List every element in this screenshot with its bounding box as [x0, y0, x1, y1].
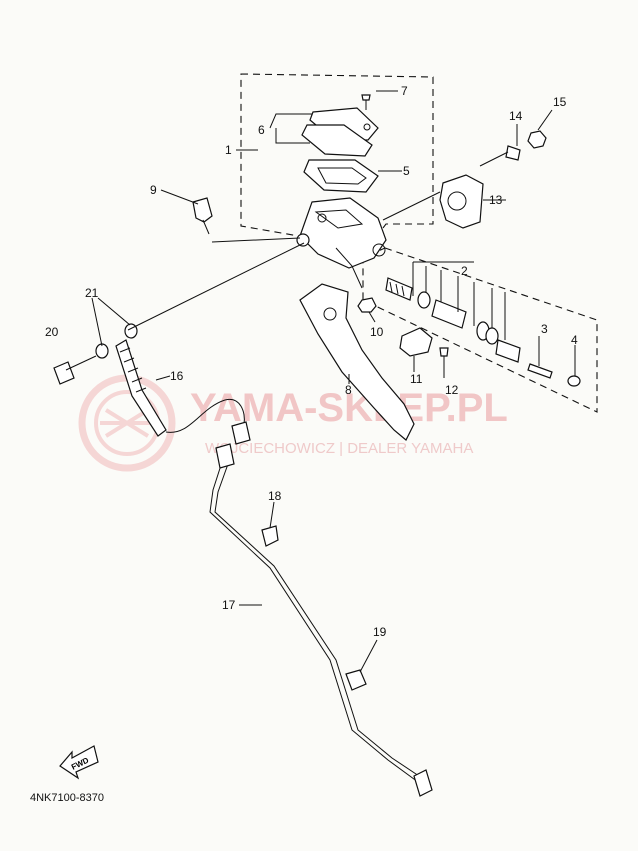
callout-3: 3 [541, 322, 548, 336]
part-code: 4NK7100-8370 [30, 792, 104, 804]
callout-11: 11 [410, 372, 423, 386]
master-cylinder-kit-boundary [240, 73, 434, 249]
clutch-pipe [209, 443, 433, 797]
lever-nut [357, 297, 377, 323]
piston-kit [385, 261, 521, 363]
master-cylinder-body [296, 197, 387, 289]
callout-8: 8 [345, 383, 352, 397]
pipe-clip-upper [261, 525, 279, 547]
watermark: YAMA-SKLEP.PL WOJCIECHOWICZ | DEALER YAM… [78, 374, 508, 472]
clutch-hose [115, 339, 251, 445]
callout-19: 19 [373, 625, 387, 639]
callout-7: 7 [401, 84, 408, 98]
pipe-clamp-lower [345, 669, 367, 691]
callout-6: 6 [258, 123, 265, 137]
handlebar-holder [439, 174, 484, 229]
callout-21: 21 [85, 286, 99, 300]
callout-14: 14 [509, 109, 523, 123]
callout-13: 13 [489, 193, 503, 207]
holder-bolt [479, 145, 521, 167]
callout-20: 20 [45, 325, 59, 339]
callout-9: 9 [150, 183, 157, 197]
clutch-lever [299, 283, 415, 441]
reservoir-cover-screw [361, 94, 371, 110]
cylinder-kit-boundary [362, 247, 598, 413]
holder-nut [527, 130, 547, 149]
callout-12: 12 [445, 383, 459, 397]
forward-arrow-icon: FWD [59, 745, 99, 780]
callout-17: 17 [222, 598, 236, 612]
callout-5: 5 [403, 164, 410, 178]
push-rod [527, 336, 553, 379]
callout-4: 4 [571, 333, 578, 347]
callout-15: 15 [553, 95, 567, 109]
callout-2: 2 [461, 264, 468, 278]
reservoir-cover [301, 107, 379, 157]
leader-lines [91, 90, 553, 673]
callout-16: 16 [170, 369, 184, 383]
callout-labels: 1 2 3 4 5 6 7 8 9 10 11 12 13 14 15 16 1… [45, 84, 578, 639]
callout-1: 1 [225, 143, 232, 157]
dust-cap [567, 345, 581, 387]
callout-18: 18 [268, 489, 282, 503]
union-bolt-lower [53, 355, 97, 385]
callout-10: 10 [370, 325, 384, 339]
switch-screw [439, 347, 449, 378]
clutch-switch [399, 327, 433, 372]
watermark-subtitle: WOJCIECHOWICZ | DEALER YAMAHA [205, 440, 473, 457]
reservoir-diaphragm [303, 159, 379, 193]
